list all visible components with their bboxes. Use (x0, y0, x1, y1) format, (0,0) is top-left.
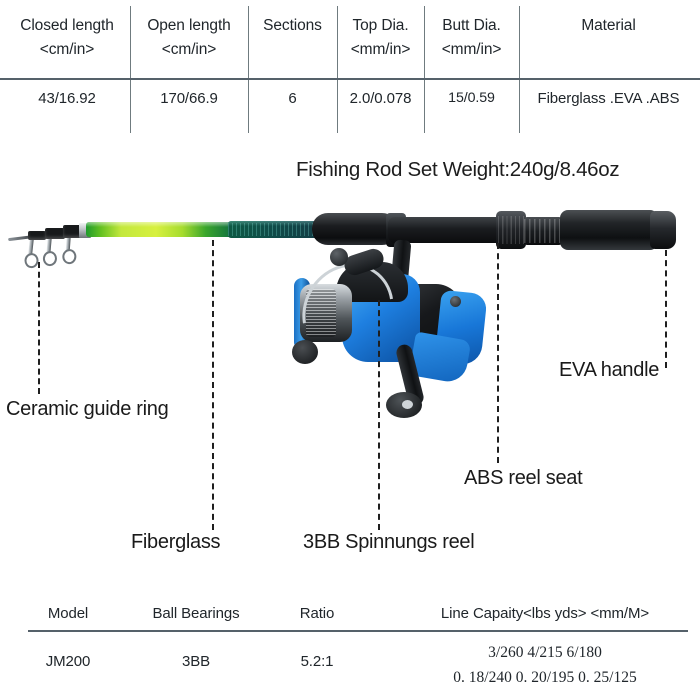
reel-value-model: JM200 (45, 653, 91, 670)
reel-value-ratio: 5.2:1 (300, 653, 334, 670)
reel-value-line-capacity-lbs: 3/260 4/215 6/180 (488, 644, 602, 661)
spec-value-sections: 6 (288, 90, 297, 107)
reel-header-model: Model (47, 605, 89, 622)
spinning-reel (284, 239, 502, 445)
reel-seat-lock-nut (496, 211, 526, 249)
spec-header-open-length-line1: Open length (147, 17, 231, 34)
callout-abs-reel-seat: ABS reel seat (464, 467, 583, 489)
leader-line-ceramic-guide-ring (38, 262, 40, 394)
page-title: Fishing Rod Set Weight:240g/8.46oz (296, 158, 620, 181)
leader-line-spinning-reel (378, 300, 380, 530)
spec-divider-5 (519, 6, 520, 133)
reel-handle-knob (386, 392, 422, 418)
spec-header-closed-length-line1: Closed length (20, 17, 114, 34)
spec-header-sections-line1: Sections (263, 17, 322, 34)
spec-header-material: Material (521, 14, 696, 38)
spec-header-rule (0, 78, 700, 80)
rod-blank-green-section (86, 222, 232, 237)
spec-value-top-dia: 2.0/0.078 (349, 90, 412, 107)
spec-header-sections: Sections (250, 14, 335, 38)
callout-fiberglass: Fiberglass (131, 531, 221, 553)
reel-header-ratio: Ratio (299, 605, 335, 622)
rod-weave-texture (228, 223, 338, 236)
spec-divider-4 (424, 6, 425, 133)
spec-header-butt-dia: Butt Dia. <mm/in> (426, 14, 517, 62)
spec-value-open-length: 170/66.9 (160, 90, 218, 107)
fore-grip (312, 213, 398, 245)
ferrule-2 (45, 228, 65, 239)
spec-header-butt-dia-line2: <mm/in> (441, 41, 502, 59)
ferrule-1 (28, 231, 46, 240)
spec-header-top-dia: Top Dia. <mm/in> (339, 14, 422, 62)
guide-ring-1 (27, 236, 34, 264)
spec-value-closed-length: 43/16.92 (38, 90, 96, 107)
spec-header-material-line1: Material (581, 17, 636, 34)
spec-value-butt-dia: 15/0.59 (448, 90, 495, 106)
reel-seat-threads (524, 217, 562, 245)
reel-value-line-capacity: 3/260 4/215 6/180 0. 18/240 0. 20/195 0.… (400, 641, 690, 691)
callout-ceramic-guide-ring: Ceramic guide ring (6, 398, 169, 420)
spec-header-open-length-line2: <cm/in> (161, 41, 217, 59)
leader-line-fiberglass (212, 240, 214, 530)
reel-value-line-capacity-mm: 0. 18/240 0. 20/195 0. 25/125 (453, 668, 637, 686)
spec-header-butt-dia-line1: Butt Dia. (442, 17, 501, 34)
reel-table-header-rule (28, 630, 688, 632)
callout-spinning-reel: 3BB Spinnungs reel (303, 531, 475, 553)
spec-header-closed-length: Closed length <cm/in> (8, 14, 126, 62)
reel-spool-line (306, 289, 336, 337)
leader-line-eva-handle (665, 250, 667, 368)
reel-drag-knob (292, 340, 318, 364)
reel-header-ball-bearings: Ball Bearings (152, 605, 240, 622)
leader-line-abs-reel-seat (497, 243, 499, 463)
reel-header-line-capacity: Line Capaity<lbs yds> <mm/M> (440, 605, 650, 622)
spec-divider-2 (248, 6, 249, 133)
eva-handle-grip (560, 210, 658, 250)
spec-header-closed-length-line2: <cm/in> (39, 41, 95, 59)
reel-value-ball-bearings: 3BB (181, 653, 211, 670)
spec-header-open-length: Open length <cm/in> (134, 14, 244, 62)
reel-spec-table: Model Ball Bearings Ratio Line Capaity<l… (0, 595, 700, 700)
spec-header-top-dia-line2: <mm/in> (350, 41, 411, 59)
rod-blank-teal-section (228, 221, 338, 238)
reel-spool (300, 284, 352, 342)
spec-header-top-dia-line1: Top Dia. (352, 17, 409, 34)
callout-eva-handle: EVA handle (559, 359, 660, 381)
spec-value-material: Fiberglass .EVA .ABS (537, 90, 680, 107)
rod-butt-cap (650, 211, 676, 249)
spec-divider-3 (337, 6, 338, 133)
rod-spec-table: Closed length <cm/in> Open length <cm/in… (0, 0, 700, 140)
reel-line-roller (330, 248, 348, 266)
spec-divider-1 (130, 6, 131, 133)
fishing-rod-illustration (0, 195, 700, 460)
reel-screw (450, 296, 461, 307)
